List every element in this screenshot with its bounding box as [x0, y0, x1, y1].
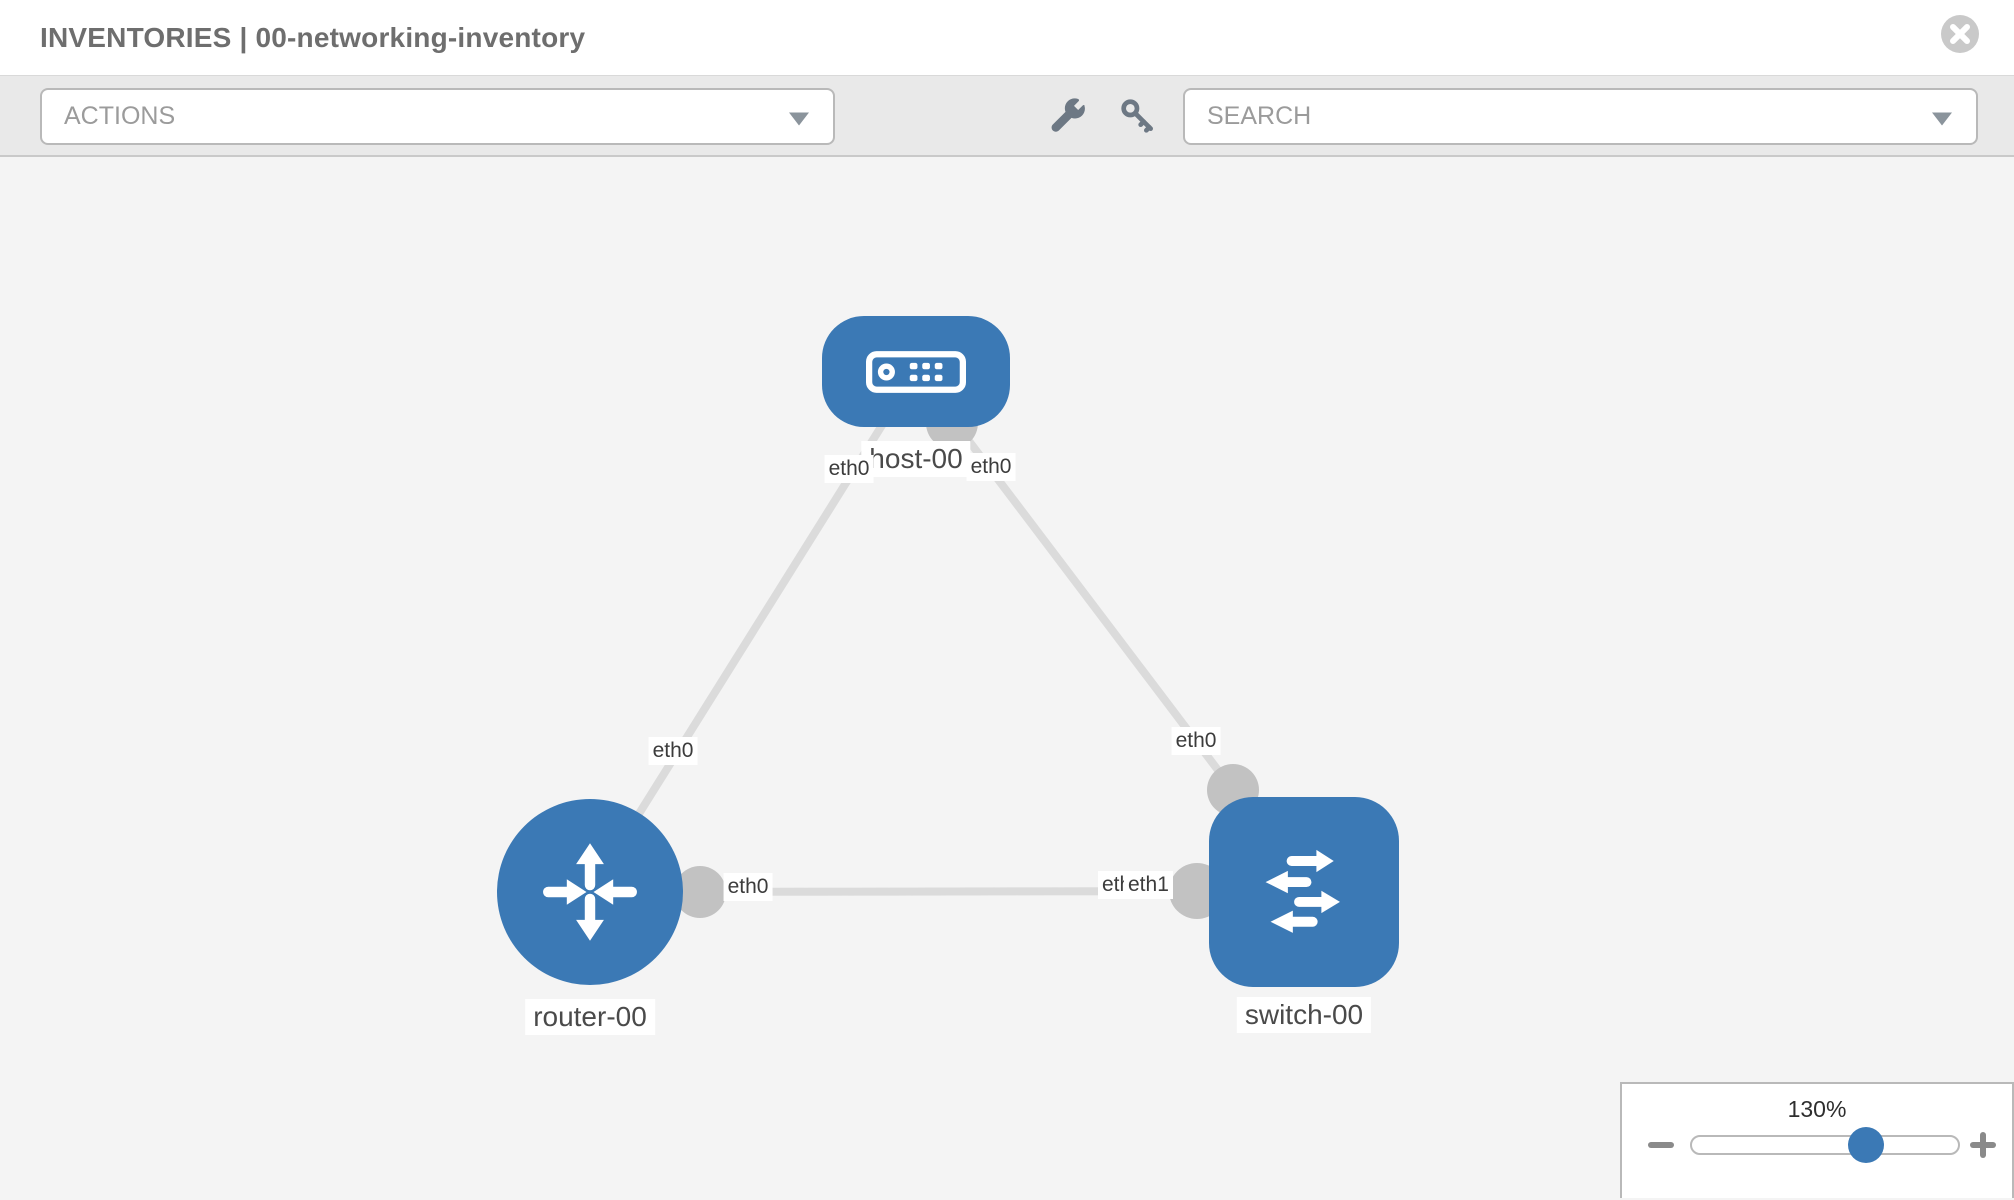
search-dropdown[interactable]: SEARCH [1183, 88, 1978, 145]
zoom-slider-track[interactable] [1690, 1135, 1960, 1155]
actions-dropdown-label: ACTIONS [64, 102, 176, 130]
plus-icon[interactable] [1970, 1132, 1996, 1158]
node-label-host-00: host-00 [861, 441, 971, 477]
toolbar: ACTIONS SEARCH [0, 76, 2014, 157]
router-icon [543, 843, 637, 941]
search-placeholder: SEARCH [1207, 102, 1312, 130]
iface-label-switch-overlapped: eth0 eth1 [1098, 871, 1208, 902]
node-label-router-00: router-00 [525, 999, 655, 1035]
iface-label-switch-link-eth0: eth0 [1171, 727, 1221, 755]
node-host-00[interactable] [822, 316, 1010, 427]
zoom-control-panel: 130% [1620, 1082, 2014, 1198]
link-endpoint [674, 866, 726, 918]
iface-label-router-link-eth0: eth0 [648, 737, 698, 765]
minus-icon[interactable] [1648, 1142, 1674, 1148]
node-router-00[interactable] [497, 799, 683, 985]
iface-label-router-eth0: eth0 [723, 873, 773, 901]
page-title: INVENTORIES | 00-networking-inventory [40, 21, 586, 53]
zoom-slider-thumb[interactable] [1848, 1127, 1884, 1163]
close-icon[interactable] [1940, 14, 1980, 54]
key-icon[interactable] [1118, 96, 1158, 136]
iface-label-host-eth0-left: eth0 [824, 455, 874, 483]
host-icon [866, 350, 966, 393]
caret-down-icon [789, 111, 809, 125]
iface-label-host-eth0-right: eth0 [966, 453, 1016, 481]
switch-icon [1265, 849, 1340, 933]
zoom-level-value: 130% [1787, 1096, 1847, 1122]
header: INVENTORIES | 00-networking-inventory [0, 0, 2014, 76]
wrench-icon[interactable] [1048, 96, 1088, 136]
iface-label-eth1-over: eth1 [1124, 871, 1173, 899]
topology-canvas[interactable]: host-00 router-00 switch-00 eth0 eth0 et… [0, 157, 2014, 1198]
actions-dropdown[interactable]: ACTIONS [40, 88, 835, 145]
caret-down-icon [1932, 111, 1952, 125]
node-label-switch-00: switch-00 [1236, 997, 1372, 1033]
node-switch-00[interactable] [1209, 797, 1399, 987]
